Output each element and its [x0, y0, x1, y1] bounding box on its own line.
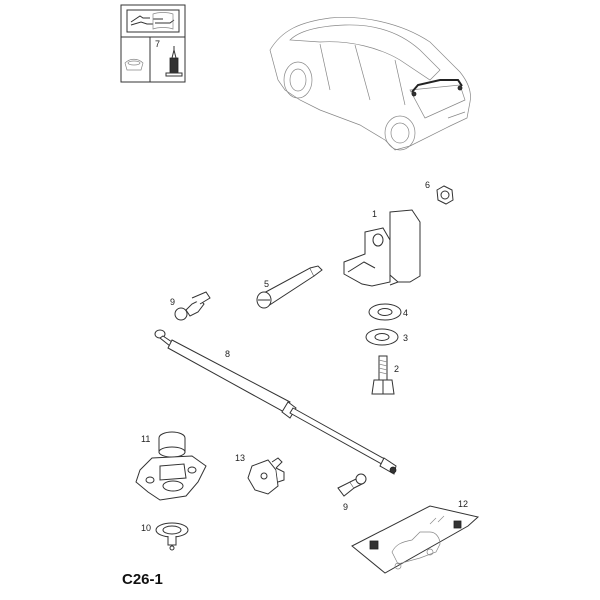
- part-label-label-plate: 12: [458, 499, 468, 509]
- page-id: C26-1: [122, 571, 163, 588]
- lubricant-icon: [124, 58, 144, 71]
- seal-part: 10: [141, 522, 189, 551]
- bolt-part: 2: [371, 355, 399, 395]
- bracket-part: 11: [135, 431, 207, 501]
- part-label-nut: 6: [425, 180, 430, 190]
- part-label-hinge: 1: [372, 209, 377, 219]
- part-label-clip: 13: [235, 453, 245, 463]
- hinge-part: 1: [343, 209, 421, 287]
- part-label-ball-stud-upper: 9: [170, 297, 175, 307]
- gas-strut-part: 8: [154, 329, 397, 475]
- part-label-bracket: 11: [141, 434, 150, 444]
- pin-part: 5: [256, 265, 323, 309]
- grease-gun-icon: [165, 46, 183, 77]
- manual-wrench-icon: [126, 9, 180, 33]
- part-label-gas-strut: 8: [225, 349, 230, 359]
- washer-lower-part: 3: [365, 328, 408, 346]
- nut-part: 6: [425, 180, 454, 205]
- part-label-bolt: 2: [394, 364, 399, 374]
- part-label-seal: 10: [141, 523, 151, 533]
- car-illustration: [269, 17, 471, 151]
- part-label-ball-stud-lower: 9: [343, 502, 348, 512]
- legend-quantity: 7: [155, 39, 160, 49]
- part-label-washer-upper: 4: [403, 308, 408, 318]
- ball-stud-lower-part: 9: [337, 473, 367, 512]
- legend-box: 7: [120, 4, 186, 83]
- clip-part: 13: [235, 453, 285, 495]
- washer-upper-part: 4: [368, 303, 408, 321]
- label-plate-part: 12: [351, 499, 480, 574]
- ball-stud-upper-part: 9: [170, 291, 211, 321]
- part-label-washer-lower: 3: [403, 333, 408, 343]
- part-label-pin: 5: [264, 279, 269, 289]
